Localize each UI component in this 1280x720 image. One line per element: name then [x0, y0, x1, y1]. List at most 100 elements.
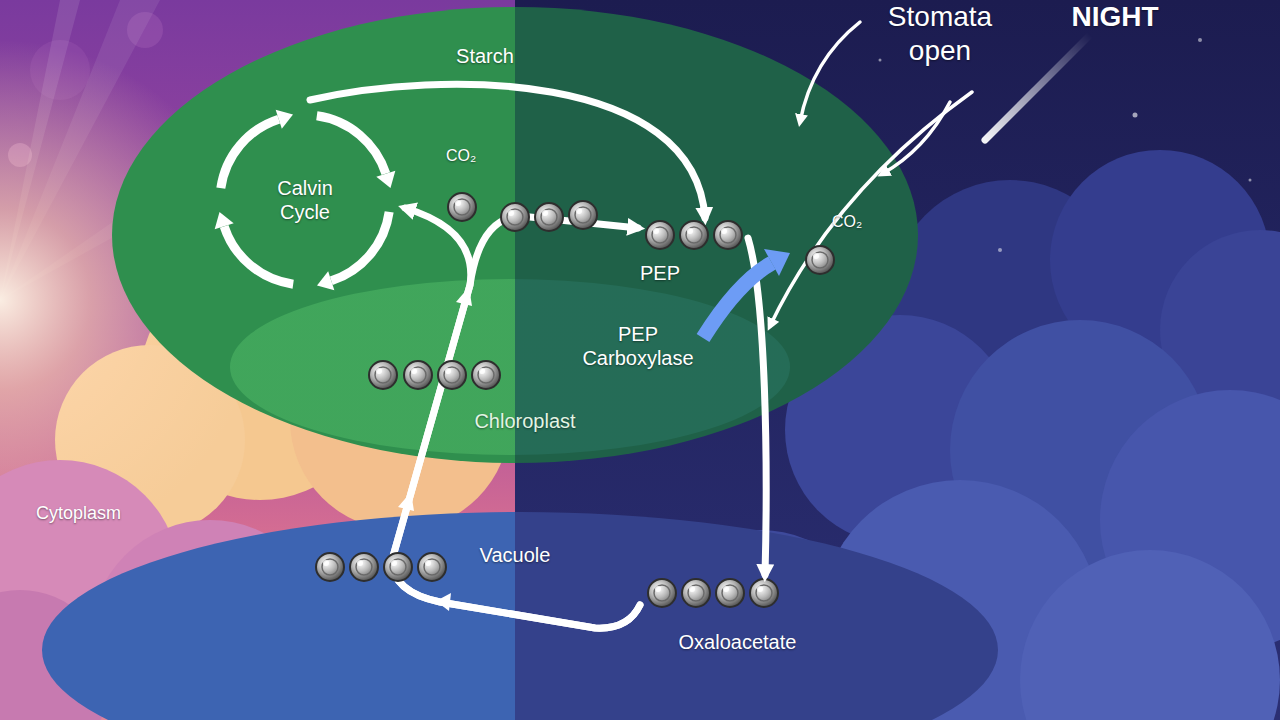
atom-highlight: [687, 228, 693, 234]
flow-arrow: [310, 84, 705, 218]
text-label: CO₂: [822, 212, 872, 231]
carbon-atom: [806, 246, 834, 274]
circle-shape: [1249, 179, 1252, 182]
atom-highlight: [391, 560, 397, 566]
atom-ring: [410, 367, 426, 383]
vacuole-outline: [42, 512, 998, 720]
circle-shape: [1198, 38, 1202, 42]
path-shape: [882, 102, 950, 174]
cycle-arc: [221, 119, 279, 188]
atom-ring: [478, 367, 494, 383]
text-label: PEP Carboxylase: [568, 322, 708, 370]
cycle-arrowhead: [317, 271, 334, 290]
atom-ring: [686, 227, 702, 243]
pep-molecule: PEP: [638, 218, 748, 288]
polygon-shape: [456, 287, 472, 306]
text-label: NIGHT: [1045, 0, 1185, 34]
vacuole-organelle: VacuoleOxaloacetate: [40, 510, 1000, 720]
stomata-arrows: [770, 22, 972, 326]
atom-body: [535, 203, 563, 231]
atom-highlight: [479, 368, 485, 374]
carbon-atom: [648, 579, 676, 607]
atom-body: [350, 553, 378, 581]
atom-ring: [507, 209, 523, 225]
atom-body: [501, 203, 529, 231]
atom-ring: [654, 585, 670, 601]
path-shape: [770, 92, 972, 326]
cycle-arrowhead: [215, 212, 234, 229]
atom-highlight: [425, 560, 431, 566]
atom-body: [316, 553, 344, 581]
atom-body: [682, 579, 710, 607]
atom-body: [648, 579, 676, 607]
atom-body: [369, 361, 397, 389]
cycle-arc: [317, 116, 386, 174]
circle-shape: [1020, 550, 1280, 720]
atom-body: [716, 579, 744, 607]
atom-body: [418, 553, 446, 581]
carbon-atom: [404, 361, 432, 389]
carbon-atom: [569, 201, 597, 229]
atom-highlight: [576, 208, 582, 214]
atom-ring: [390, 559, 406, 575]
atom-highlight: [653, 228, 659, 234]
node-label: Calvin Cycle: [257, 176, 353, 224]
carbon-atom: [750, 579, 778, 607]
atom-ring: [322, 559, 338, 575]
circle-shape: [879, 59, 882, 62]
atom-ring: [722, 585, 738, 601]
atom-body: [472, 361, 500, 389]
flow-arrow: [748, 238, 766, 575]
carbon-atom: [714, 221, 742, 249]
carbon-atom: [418, 553, 446, 581]
cycle-arrowhead: [276, 110, 293, 129]
chloroplast-outline: [112, 7, 918, 463]
chloroplast-shade: [230, 279, 790, 455]
polygon-shape: [398, 492, 414, 511]
atom-body: [646, 221, 674, 249]
flow-arrow: [392, 216, 640, 628]
atom-ring: [575, 207, 591, 223]
carbon-atom: [350, 553, 378, 581]
edge-label: Starch: [440, 44, 530, 68]
node-label: PEP: [640, 261, 700, 285]
carbon-atom: [448, 193, 476, 221]
atom-ring: [688, 585, 704, 601]
atom-highlight: [689, 586, 695, 592]
atom-highlight: [721, 228, 727, 234]
atom-body: [438, 361, 466, 389]
polygon-shape: [764, 249, 790, 276]
atom-ring: [652, 227, 668, 243]
atom-highlight: [455, 200, 461, 206]
atom-ring: [720, 227, 736, 243]
flow-arrow: [392, 208, 640, 628]
flow-arrowheads: [398, 287, 472, 611]
line-shape: [985, 35, 1090, 140]
atom-body: [569, 201, 597, 229]
carbon-atom: [646, 221, 674, 249]
atom-body: [806, 246, 834, 274]
atom-highlight: [411, 368, 417, 374]
node-label: Chloroplast: [450, 409, 600, 433]
atom-body: [384, 553, 412, 581]
carbon-atom: [316, 553, 344, 581]
node-label: Oxaloacetate: [650, 630, 825, 654]
atom-highlight: [655, 586, 661, 592]
carbon-atoms: [316, 193, 834, 581]
cycle-arc: [224, 226, 293, 284]
atom-body: [714, 221, 742, 249]
atom-highlight: [508, 210, 514, 216]
circle-shape: [1133, 113, 1138, 118]
path-shape: [800, 22, 860, 122]
atom-body: [680, 221, 708, 249]
cycle-arrowhead: [376, 171, 395, 188]
atom-highlight: [542, 210, 548, 216]
atom-body: [404, 361, 432, 389]
calvin-cycle: Calvin Cycle: [205, 100, 405, 300]
enzyme-arrow: [703, 249, 790, 338]
atom-ring: [356, 559, 372, 575]
atom-body: [448, 193, 476, 221]
carbon-atom: [682, 579, 710, 607]
carbon-atom: [384, 553, 412, 581]
